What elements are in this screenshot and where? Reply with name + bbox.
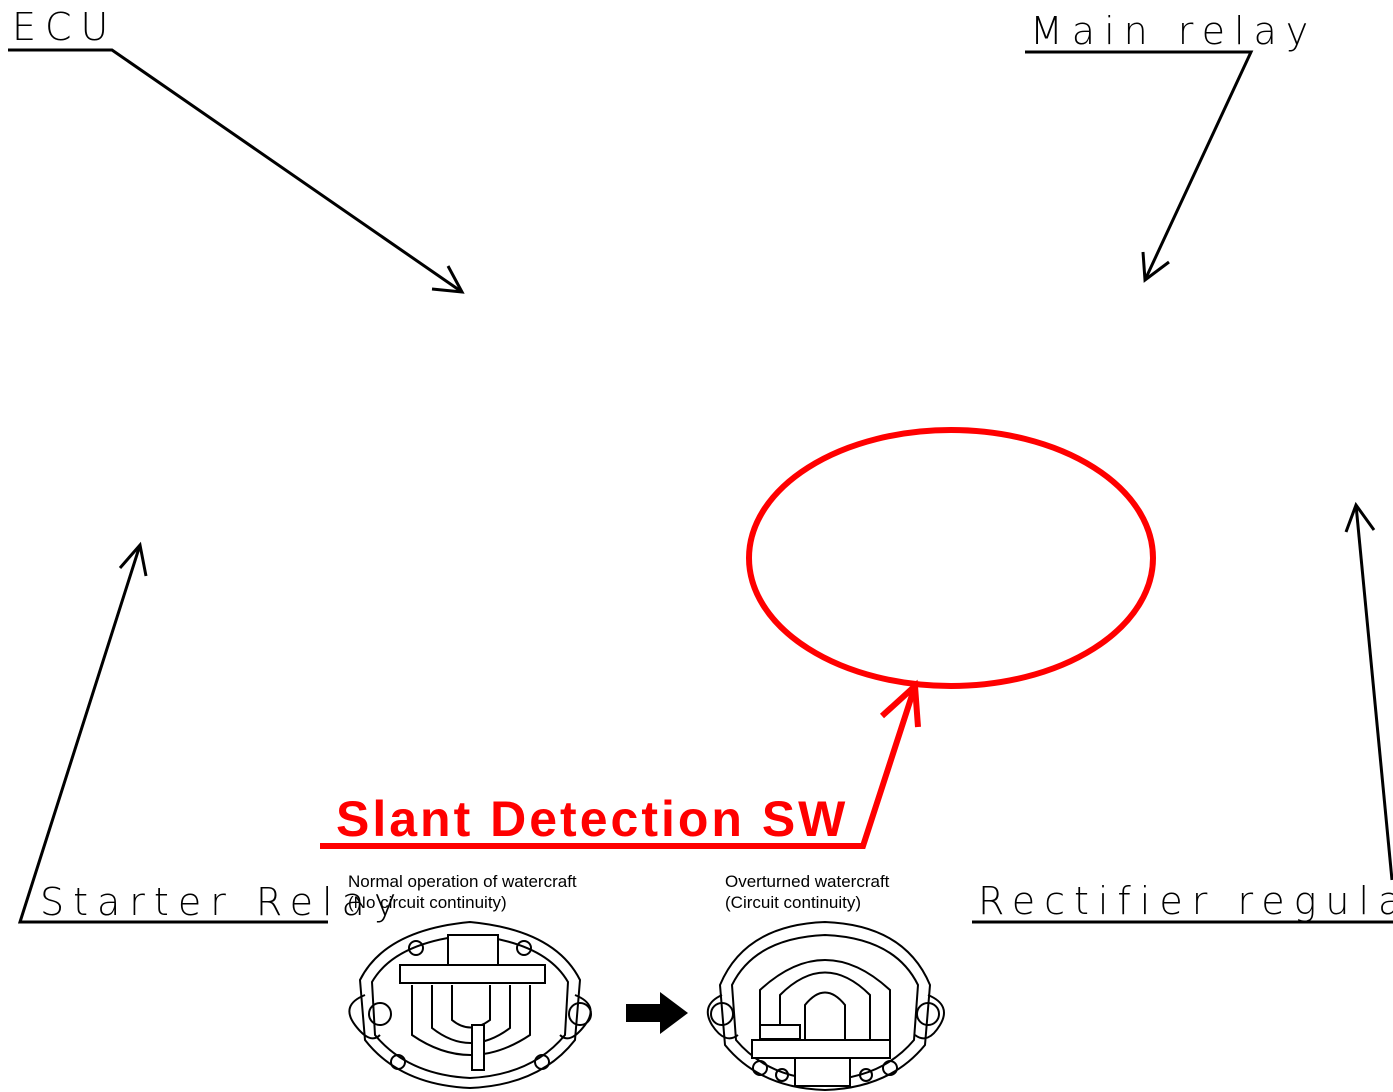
overturned-caption-line2: (Circuit continuity) bbox=[725, 893, 861, 912]
rectifier-regulator-arrowhead bbox=[1344, 501, 1376, 533]
rectifier-regulator-leader-line bbox=[1354, 504, 1393, 881]
ecu-arrowhead bbox=[431, 265, 465, 294]
highlight-ellipse bbox=[746, 427, 1156, 689]
normal-caption-line2: (No circuit continuity) bbox=[348, 893, 507, 912]
starter-relay-arrowhead bbox=[118, 541, 148, 577]
slant-detection-callout: Slant Detection SW bbox=[320, 427, 1156, 849]
transition-arrow bbox=[626, 992, 688, 1034]
right-arrow-icon bbox=[626, 992, 688, 1034]
ecu-callout: ECU bbox=[8, 5, 465, 294]
normal-caption-line1: Normal operation of watercraft bbox=[348, 872, 577, 891]
slant-detection-leader-line bbox=[320, 685, 918, 849]
normal-operation-figure: Normal operation of watercraft (No circu… bbox=[348, 872, 592, 1090]
switch-overturned-icon bbox=[706, 920, 945, 1092]
main-relay-callout: Main relay bbox=[1025, 9, 1317, 283]
main-relay-arrowhead bbox=[1141, 251, 1170, 283]
rectifier-regulator-label: Rectifier regulator bbox=[978, 879, 1393, 923]
rectifier-regulator-callout: Rectifier regulator bbox=[972, 501, 1393, 924]
ecu-label: ECU bbox=[12, 5, 117, 49]
starter-relay-callout: Starter Relay bbox=[17, 541, 405, 924]
slant-detection-label: Slant Detection SW bbox=[336, 791, 848, 847]
starter-relay-label: Starter Relay bbox=[40, 880, 405, 924]
ecu-leader-line bbox=[8, 48, 463, 294]
main-relay-leader-line bbox=[1025, 50, 1254, 281]
starter-relay-leader-line bbox=[17, 544, 328, 924]
main-relay-label: Main relay bbox=[1030, 9, 1317, 53]
overturned-caption-line1: Overturned watercraft bbox=[725, 872, 890, 891]
slant-detection-arrowhead bbox=[879, 679, 921, 728]
overturned-figure: Overturned watercraft (Circuit continuit… bbox=[706, 872, 945, 1092]
switch-normal-icon bbox=[348, 920, 592, 1090]
